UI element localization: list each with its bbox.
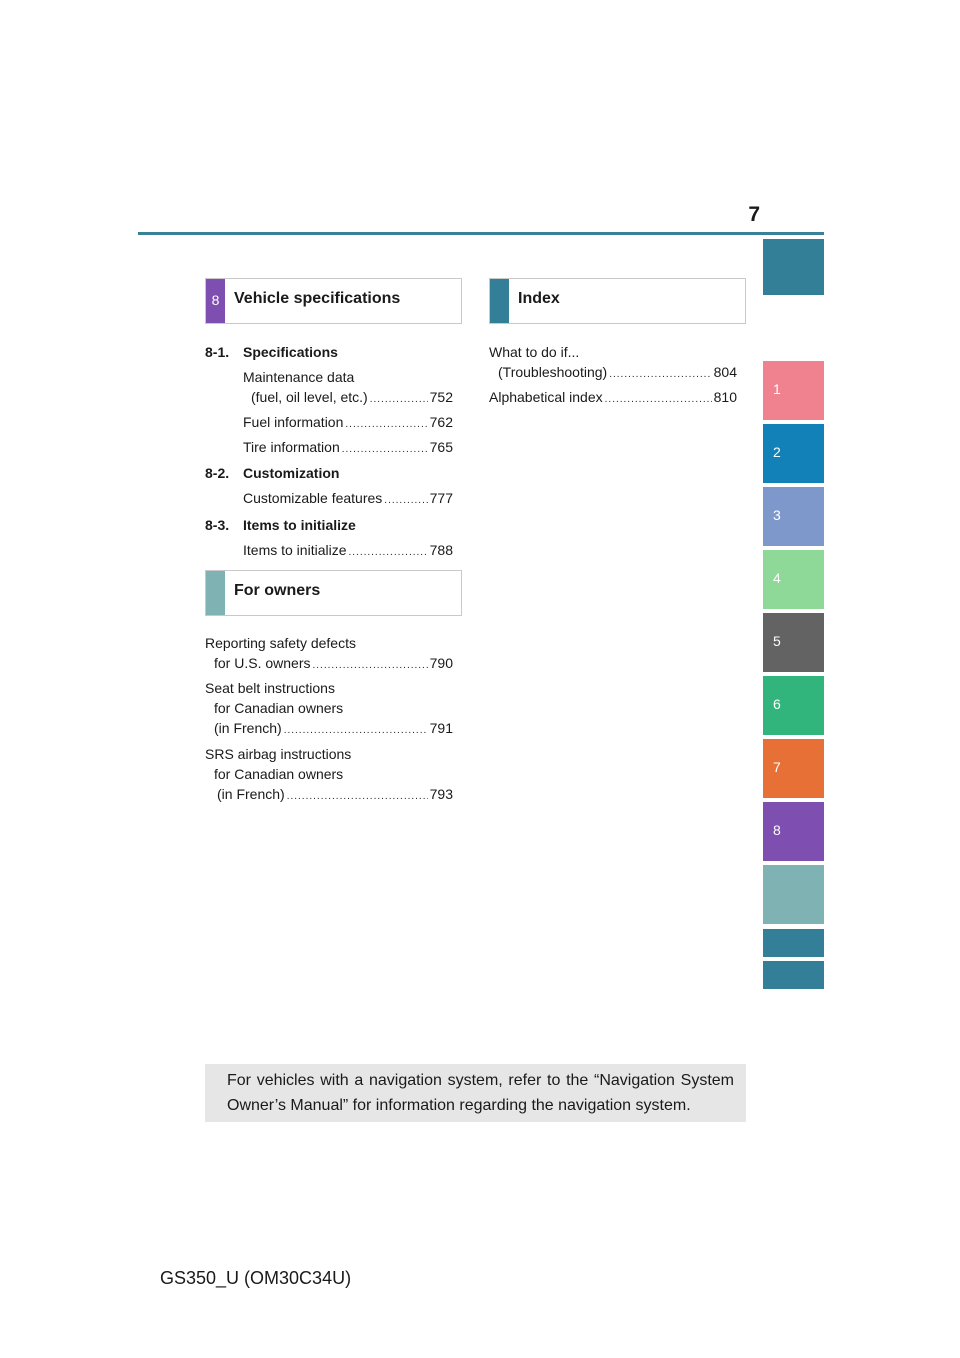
page-ref: 790 (429, 655, 453, 671)
toc-entry-fuel-information[interactable]: Fuel information 762 (243, 412, 453, 435)
entry-label: Maintenance data (243, 369, 355, 385)
subsection-8-1[interactable]: 8-1. Specifications (205, 342, 338, 362)
vehicle-specifications-header: 8 Vehicle specifications (205, 278, 462, 324)
entry-label: for Canadian owners (214, 700, 344, 716)
tab-chapter-5[interactable]: 5 (763, 613, 824, 672)
toc-entry-tire-information[interactable]: Tire information 765 (243, 437, 453, 460)
entry-label: Seat belt instructions (205, 680, 335, 696)
footer-model-code: GS350_U (OM30C34U) (160, 1268, 352, 1288)
toc-entry-reporting-safety-defects[interactable]: Reporting safety defects for U.S. owners… (205, 633, 453, 676)
toc-entry-srs-airbag-instructions[interactable]: SRS airbag instructions for Canadian own… (205, 744, 453, 807)
header-rule (138, 232, 824, 235)
page-ref: 752 (429, 389, 453, 405)
section-title: Vehicle specifications (234, 290, 401, 307)
tab-index-2[interactable] (763, 961, 824, 989)
entry-label: Reporting safety defects (205, 635, 356, 651)
toc-entry-seat-belt-instructions[interactable]: Seat belt instructions for Canadian owne… (205, 678, 453, 741)
section-color-bar (206, 571, 225, 615)
entry-label: Items to initialize (243, 542, 347, 558)
section-number: 8 (211, 292, 220, 308)
entry-label: (in French) (217, 786, 285, 802)
entry-label: What to do if... (489, 344, 580, 360)
index-header: Index (489, 278, 746, 324)
entry-label: (fuel, oil level, etc.) (251, 389, 368, 405)
page-ref: 810 (713, 389, 737, 405)
subsection-number: 8-1. (205, 344, 230, 360)
toc-entry-alphabetical-index[interactable]: Alphabetical index 810 (489, 387, 737, 410)
entry-label: for Canadian owners (214, 766, 344, 782)
page-ref: 788 (429, 542, 453, 558)
tab-chapter-2[interactable]: 2 (763, 424, 824, 483)
page-ref: 765 (429, 439, 453, 455)
tab-top[interactable] (763, 239, 824, 295)
subsection-8-2[interactable]: 8-2. Customization (205, 463, 339, 483)
navigation-note: For vehicles with a navigation system, r… (205, 1064, 746, 1122)
section-title: Index (518, 290, 560, 307)
entry-label: Customizable features (243, 490, 383, 506)
tab-chapter-8[interactable]: 8 (763, 802, 824, 861)
subsection-title: Specifications (243, 344, 338, 360)
entry-label: Alphabetical index (489, 389, 603, 405)
entry-label: Fuel information (243, 414, 344, 430)
page-number: 7 (748, 203, 760, 226)
subsection-number: 8-2. (205, 465, 230, 481)
entry-label: (in French) (214, 720, 282, 736)
toc-entry-what-to-do-if[interactable]: What to do if... (Troubleshooting) 804 (489, 342, 737, 385)
toc-entry-maintenance-data[interactable]: Maintenance data (fuel, oil level, etc.)… (243, 367, 453, 410)
page-ref: 791 (429, 720, 453, 736)
tab-chapter-7[interactable]: 7 (763, 739, 824, 798)
entry-label: Tire information (243, 439, 340, 455)
subsection-title: Customization (243, 465, 340, 481)
subsection-8-3[interactable]: 8-3. Items to initialize (205, 515, 356, 535)
entry-label: SRS airbag instructions (205, 746, 352, 762)
section-color-bar (206, 279, 225, 323)
tab-chapter-4[interactable]: 4 (763, 550, 824, 609)
for-owners-header: For owners (205, 570, 462, 616)
page-ref: 762 (429, 414, 453, 430)
entry-label: (Troubleshooting) (498, 364, 608, 380)
page-ref: 777 (429, 490, 453, 506)
tab-chapter-6[interactable]: 6 (763, 676, 824, 735)
toc-entry-items-to-initialize[interactable]: Items to initialize 788 (243, 540, 453, 563)
toc-entry-customizable-features[interactable]: Customizable features 777 (243, 488, 453, 511)
tab-chapter-1[interactable]: 1 (763, 361, 824, 420)
tab-chapter-3[interactable]: 3 (763, 487, 824, 546)
section-title: For owners (234, 582, 321, 599)
page-ref: 793 (429, 786, 453, 802)
entry-label: for U.S. owners (214, 655, 311, 671)
tab-index[interactable] (763, 929, 824, 957)
subsection-number: 8-3. (205, 517, 230, 533)
section-color-bar (490, 279, 509, 323)
tab-for-owners[interactable] (763, 865, 824, 924)
subsection-title: Items to initialize (243, 517, 356, 533)
page-ref: 804 (713, 364, 737, 380)
